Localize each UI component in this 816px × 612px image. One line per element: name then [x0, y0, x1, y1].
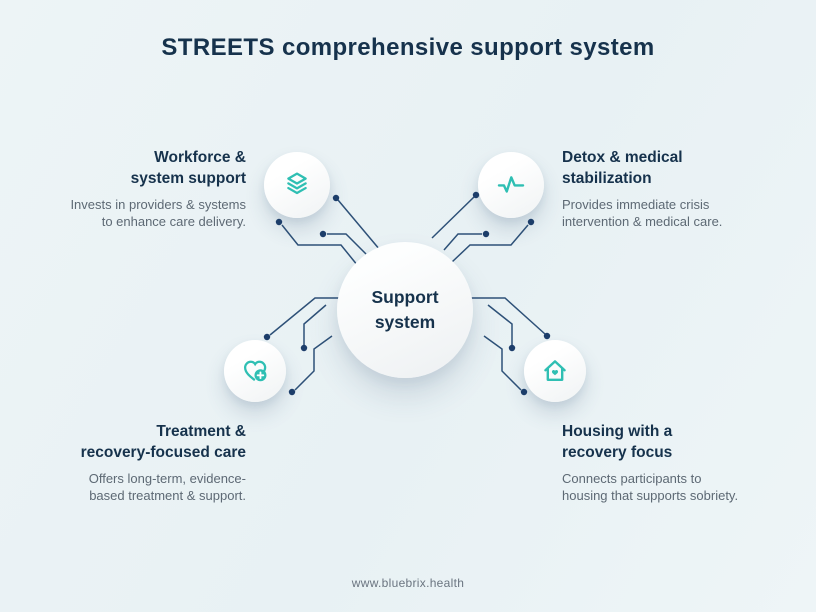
- node-description: Connects participants to housing that su…: [562, 471, 739, 503]
- node-circle-housing: [524, 340, 586, 402]
- center-node-label: Support system: [371, 287, 439, 332]
- node-heading: Detox & medical stabilization: [562, 149, 683, 187]
- node-circle-workforce: [264, 152, 330, 218]
- page-title: STREETS comprehensive support system: [161, 34, 655, 61]
- footer-website-url: www.bluebrix.health: [351, 576, 465, 590]
- node-circle-treatment: [224, 340, 286, 402]
- node-heading: Treatment & recovery-focused care: [80, 423, 246, 461]
- node-heading: Housing with a recovery focus: [562, 423, 673, 461]
- node-text-workforce: Workforce & system support Invests in pr…: [70, 147, 246, 230]
- node-description: Invests in providers & systems to enhanc…: [70, 197, 246, 229]
- house-heart-icon: [539, 355, 571, 387]
- node-circle-detox: [478, 152, 544, 218]
- pulse-icon: [494, 168, 528, 202]
- node-heading: Workforce & system support: [130, 149, 246, 187]
- node-text-treatment: Treatment & recovery-focused care Offers…: [81, 421, 246, 504]
- center-node: Support system: [337, 242, 473, 378]
- heart-plus-icon: [239, 355, 271, 387]
- node-description: Offers long-term, evidence- based treatm…: [88, 471, 246, 503]
- node-text-detox: Detox & medical stabilization Provides i…: [562, 147, 722, 230]
- layers-icon: [281, 169, 313, 201]
- node-text-housing: Housing with a recovery focus Connects p…: [562, 421, 738, 504]
- node-description: Provides immediate crisis intervention &…: [562, 197, 723, 229]
